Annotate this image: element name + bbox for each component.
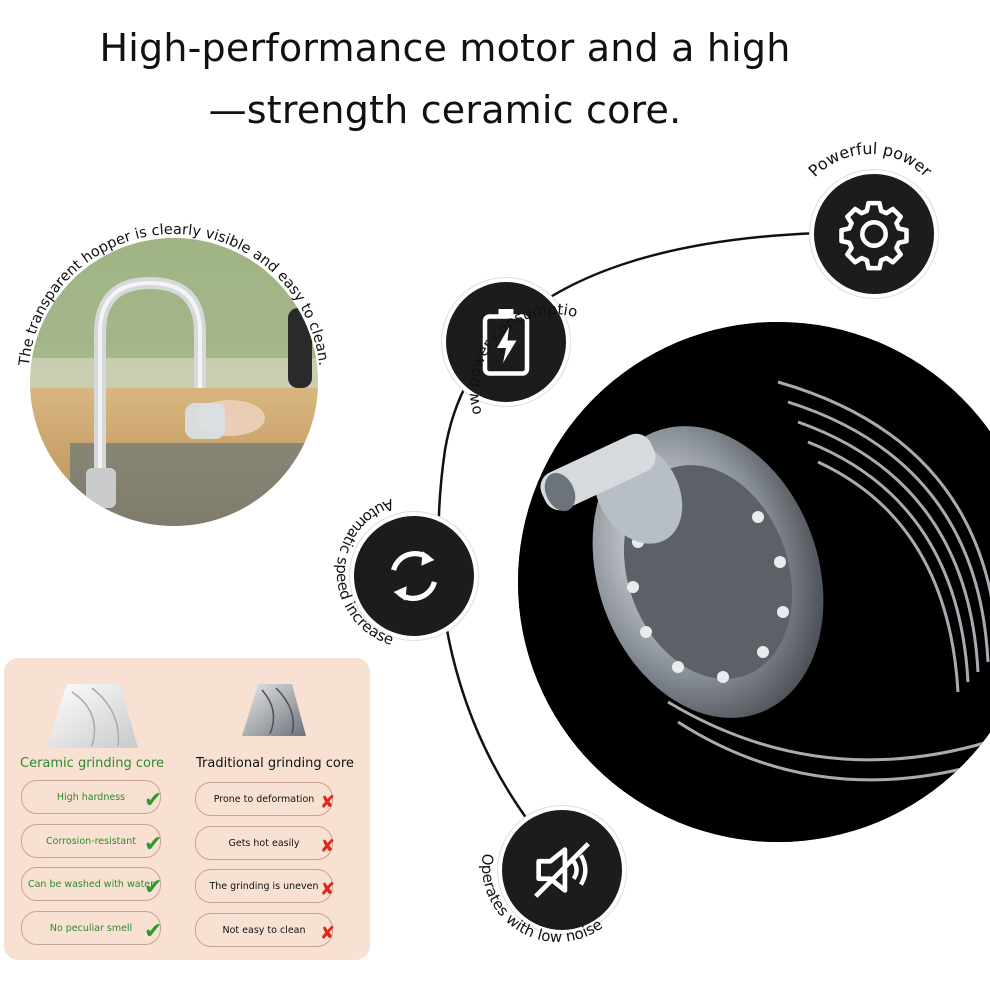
traditional-drawback: Not easy to clean: [195, 913, 333, 947]
feature-label-arc-4: Operates with low noise: [478, 853, 606, 946]
ceramic-benefit: Corrosion-resistant: [21, 824, 161, 858]
feature-label-arc-3: Automatic speed increase: [333, 495, 397, 649]
cross-icon: ✘: [320, 836, 336, 857]
cross-icon: ✘: [320, 879, 336, 900]
feature-label-auto-speed: Automatic speed increase: [333, 495, 397, 649]
ceramic-core-image: [46, 684, 138, 748]
check-icon: ✔: [144, 919, 163, 944]
traditional-core-image: [242, 684, 306, 736]
motor-photo: [518, 322, 990, 842]
traditional-column-title: Traditional grinding core: [196, 756, 354, 771]
feature-label-arc-1: Powerful power: [805, 140, 936, 181]
feature-label-low-noise: Operates with low noise: [478, 853, 606, 946]
headline-line-1: High-performance motor and a high: [99, 26, 791, 70]
svg-text:Automatic speed increase: Automatic speed increase: [333, 495, 397, 649]
check-icon: ✔: [144, 832, 163, 857]
feature-low-noise: [498, 806, 626, 934]
ceramic-benefit: Can be washed with water: [21, 867, 161, 901]
feature-powerful-power: [810, 170, 938, 298]
feature-auto-speed: [350, 512, 478, 640]
headline-line-2: —strength ceramic core.: [208, 88, 682, 132]
mute-icon: [534, 842, 590, 898]
ceramic-benefit: High hardness: [21, 780, 161, 814]
traditional-drawback: Gets hot easily: [195, 826, 333, 860]
cross-icon: ✘: [320, 923, 336, 944]
svg-text:Low power consumption: Low power consumption: [412, 248, 579, 417]
feature-label-powerful-power: Powerful power: [805, 140, 936, 181]
feature-label-arc-2: Low power consumption: [412, 248, 579, 417]
svg-text:Powerful power: Powerful power: [805, 140, 936, 181]
ceramic-column-title: Ceramic grinding core: [20, 756, 165, 771]
check-icon: ✔: [144, 875, 163, 900]
gear-icon: [839, 200, 909, 271]
faucet-caption-arc: The transparent hopper is clearly visibl…: [17, 222, 332, 368]
feature-low-power: [442, 278, 570, 406]
traditional-drawback: Prone to deformation: [195, 782, 333, 816]
comparison-panel: Ceramic grinding core Traditional grindi…: [4, 658, 370, 960]
svg-text:Operates with low noise: Operates with low noise: [478, 853, 606, 946]
ceramic-benefit: No peculiar smell: [21, 911, 161, 945]
svg-text:The transparent hopper is clea: The transparent hopper is clearly visibl…: [17, 222, 332, 368]
faucet-caption: The transparent hopper is clearly visibl…: [17, 222, 332, 368]
traditional-drawback: The grinding is uneven: [195, 869, 333, 903]
refresh-icon: [391, 550, 437, 602]
cross-icon: ✘: [320, 792, 336, 813]
battery-charging-icon: [482, 309, 530, 376]
check-icon: ✔: [144, 788, 163, 813]
feature-label-low-power: Low power consumption: [412, 248, 579, 417]
